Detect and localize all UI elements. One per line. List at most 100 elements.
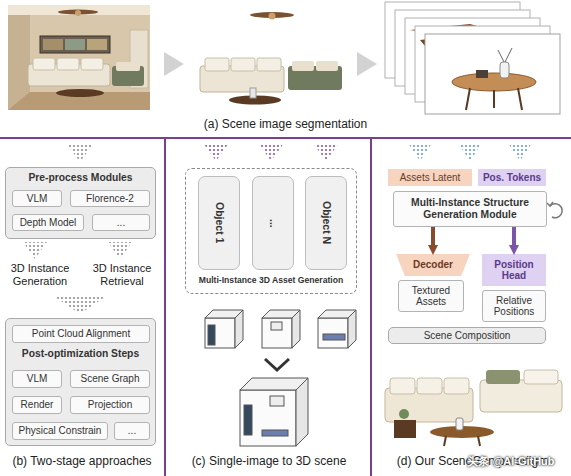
object-stack [476, 70, 488, 78]
room-photo [40, 36, 110, 53]
object-stack [425, 34, 560, 114]
arrow-head [514, 227, 515, 254]
segmented-objects [200, 12, 342, 105]
bounding-cube [265, 359, 289, 370]
node-text: Post-optimization Steps [6, 348, 155, 360]
scene-render [444, 378, 469, 394]
object-stack [385, 2, 560, 114]
dotted-arrow [52, 295, 108, 314]
output-box: Textured Assets [398, 280, 464, 312]
caption: (b) Two-stage approaches [2, 455, 162, 469]
segmented-objects [205, 58, 229, 71]
room-photo [57, 58, 79, 70]
segmented-objects [269, 13, 276, 20]
room-photo [87, 39, 107, 50]
segmented-objects [250, 88, 256, 98]
section-divider [370, 138, 372, 476]
caption: (a) Scene image segmentation [0, 118, 571, 132]
node-text: VLM [27, 193, 48, 204]
connector-arrow [431, 227, 435, 248]
dashed-group: Multi-Instance 3D Asset Generation Object… [185, 168, 357, 294]
dotted-arrow [408, 143, 432, 161]
bounding-cube [235, 310, 243, 348]
module-group: Pre-process ModulesVLM Florence-2Depth Mo… [5, 167, 156, 239]
node-text: ... [267, 219, 279, 228]
section-divider [164, 138, 166, 476]
dotted-arrow [66, 143, 94, 162]
watermark: 头条 @AI-GitHub [452, 455, 570, 468]
process-box: Multi-Instance Structure Generation Modu… [393, 191, 547, 227]
cycle-icon [547, 202, 553, 206]
node-text: ... [117, 217, 125, 228]
object-stack [452, 73, 536, 91]
object-stack [466, 88, 470, 110]
room-photo [56, 89, 104, 97]
process-box: Scene Composition [388, 327, 546, 344]
object-stack [518, 88, 522, 110]
bounding-cube [292, 310, 300, 348]
connector-arrow [512, 227, 516, 248]
dotted-arrow [258, 143, 284, 161]
scene-render [480, 380, 562, 412]
scene-render [399, 409, 409, 419]
node-text: Textured Assets [399, 285, 463, 307]
step-box: Render [12, 396, 62, 414]
output-box: Relative Positions [482, 290, 546, 322]
bounding-cube [208, 325, 215, 345]
node-text: Render [21, 399, 54, 410]
scene-render [394, 420, 416, 438]
step-box: Physical Constrain [12, 422, 108, 440]
node-text: Scene Graph [81, 373, 140, 384]
dotted-arrow [508, 143, 532, 161]
object-stack [500, 62, 509, 78]
cycle-icon [550, 204, 562, 218]
room-photo [65, 39, 85, 50]
bounding-cube [318, 318, 348, 348]
node-text: Pre-process Modules [6, 172, 155, 184]
bounding-cube [244, 405, 252, 435]
bounding-cube [262, 318, 292, 348]
node-text: Depth Model [20, 217, 77, 228]
step-box: Point Cloud Alignment [12, 325, 150, 343]
dotted-arrow [458, 143, 482, 161]
scene-render [417, 378, 442, 394]
object-column: Object N [305, 176, 347, 270]
node-text: Assets Latent [400, 172, 461, 183]
trapezoid-outline [396, 254, 470, 276]
node-text: VLM [27, 373, 48, 384]
module-box: VLM [12, 190, 62, 207]
bounding-cube [205, 318, 235, 348]
segmented-objects [316, 61, 338, 71]
dotted-arrow [23, 242, 47, 259]
bounding-cube [262, 430, 288, 436]
room-photo [43, 39, 63, 50]
module-box: Depth Model [12, 214, 84, 231]
step-box: ... [114, 422, 150, 440]
node-text: Point Cloud Alignment [32, 328, 130, 339]
arrow-head [433, 227, 434, 254]
token-box: Pos. Tokens [478, 169, 546, 186]
dotted-arrow [313, 143, 339, 161]
node-text: Object N [320, 201, 332, 244]
step-box: Projection [70, 396, 150, 414]
flow-arrow [357, 52, 377, 76]
room-photo [8, 5, 150, 15]
module-box: Florence-2 [70, 190, 150, 207]
object-column: ... [252, 176, 294, 270]
room-photo [8, 5, 150, 110]
bounding-cube [348, 310, 356, 348]
node-text: Pos. Tokens [483, 172, 541, 183]
stage-label: 3D Instance Generation [4, 262, 76, 287]
room-photo [33, 58, 55, 70]
bounding-cube [205, 310, 356, 446]
head-box: Position Head [482, 254, 546, 286]
node-text: Florence-2 [86, 193, 134, 204]
node-text: Decoder [413, 259, 453, 270]
node-text: Multi-Instance 3D Asset Generation [186, 276, 356, 286]
node-text: Relative Positions [483, 295, 545, 317]
section-divider [0, 138, 571, 476]
scene-render [444, 436, 446, 446]
module-group: Post-optimization Steps Point Cloud Align… [5, 318, 156, 446]
